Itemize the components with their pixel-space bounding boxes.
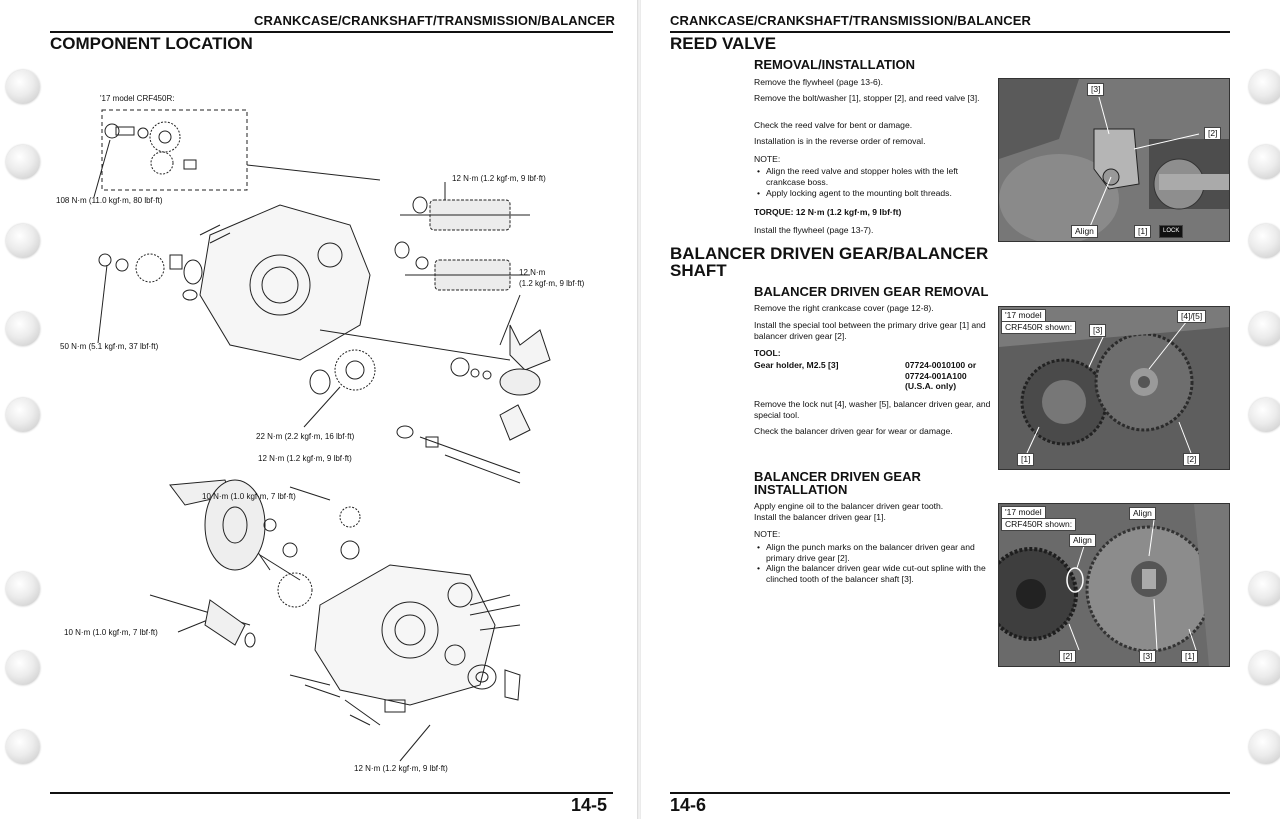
note-bullet: Align the balancer driven gear wide cut-… — [754, 563, 994, 584]
subhead-gear-installation: BALANCER DRIVEN GEAR — [754, 469, 921, 484]
photo-label: [1] — [1134, 225, 1152, 238]
binder-hole — [6, 730, 40, 764]
note-label: NOTE: — [754, 154, 781, 164]
torque-callout: 10 N·m (1.0 kgf·m, 7 lbf·ft) — [64, 628, 158, 637]
photo-label: [3] — [1087, 83, 1105, 96]
torque-callout: 12 N·m (1.2 kgf·m, 9 lbf·ft) — [354, 764, 448, 773]
book-gutter — [637, 0, 642, 819]
header-rule — [50, 31, 613, 33]
photo-label: [4]/[5] — [1177, 310, 1207, 323]
step-text: Apply engine oil to the balancer driven … — [754, 501, 944, 511]
torque-callout: 12 N·m (1.2 kgf·m, 9 lbf·ft) — [452, 174, 546, 183]
binder-hole — [1249, 572, 1280, 606]
footer-rule — [670, 792, 1230, 794]
binder-hole — [6, 70, 40, 104]
binder-hole — [6, 145, 40, 179]
binder-hole — [6, 312, 40, 346]
step-text: Remove the lock nut [4], washer [5], bal… — [754, 399, 991, 420]
section-title: REED VALVE — [670, 34, 777, 53]
photo-label: [1] — [1181, 650, 1199, 663]
photo-label: [1] — [1017, 453, 1035, 466]
photo-label: [3] — [1139, 650, 1157, 663]
torque-callout: (1.2 kgf·m, 9 lbf·ft) — [519, 279, 585, 288]
gear-removal-photo: '17 model CRF450R shown: [3] [4]/[5] [1]… — [998, 306, 1230, 470]
binder-hole — [6, 224, 40, 258]
binder-hole — [1249, 398, 1280, 432]
torque-callout: 22 N·m (2.2 kgf·m, 16 lbf·ft) — [256, 432, 355, 441]
binder-hole — [6, 651, 40, 685]
header-rule — [670, 31, 1230, 33]
page-number: 14-6 — [670, 795, 707, 815]
photo-label: [2] — [1059, 650, 1077, 663]
inset-label: '17 model CRF450R: — [100, 94, 175, 103]
subhead-gear-removal: BALANCER DRIVEN GEAR REMOVAL — [754, 284, 989, 299]
photo-label: [2] — [1204, 127, 1222, 140]
step-text: Check the balancer driven gear for wear … — [754, 426, 953, 436]
subhead-removal-installation: REMOVAL/INSTALLATION — [754, 57, 916, 72]
tool-heading: TOOL: — [754, 348, 781, 358]
section-title: BALANCER DRIVEN GEAR/BALANCER — [670, 244, 989, 263]
torque-callout: 12 N·m (1.2 kgf·m, 9 lbf·ft) — [258, 454, 352, 463]
section-title-cont: SHAFT — [670, 261, 727, 280]
torque-callout: 50 N·m (5.1 kgf·m, 37 lbf·ft) — [60, 342, 159, 351]
tool-part-number: 07724-0010100 or 07724-001A100 (U.S.A. o… — [905, 360, 977, 391]
binder-hole — [6, 398, 40, 432]
binder-hole — [1249, 224, 1280, 258]
running-head: CRANKCASE/CRANKSHAFT/TRANSMISSION/BALANC… — [670, 13, 1031, 28]
photo-label: Align — [1071, 225, 1098, 238]
subhead-gear-installation-cont: INSTALLATION — [754, 482, 848, 497]
lock-icon-label: LOCK — [1159, 225, 1184, 238]
binder-hole — [1249, 70, 1280, 104]
photo-label: [2] — [1183, 453, 1201, 466]
binder-hole — [6, 572, 40, 606]
step-text: Install the flywheel (page 13-7). — [754, 225, 874, 235]
note-bullet: Align the punch marks on the balancer dr… — [754, 542, 994, 563]
binder-hole — [1249, 145, 1280, 179]
step-text: Installation is in the reverse order of … — [754, 136, 926, 146]
running-head: CRANKCASE/CRANKSHAFT/TRANSMISSION/BALANC… — [254, 13, 615, 28]
photo-caption: CRF450R shown: — [1001, 321, 1077, 334]
photo-illustration — [999, 307, 1229, 469]
left-page: CRANKCASE/CRANKSHAFT/TRANSMISSION/BALANC… — [0, 0, 638, 819]
torque-spec: TORQUE: 12 N·m (1.2 kgf·m, 9 lbf·ft) — [754, 207, 902, 217]
photo-illustration — [999, 504, 1229, 666]
tool-name: Gear holder, M2.5 [3] — [754, 360, 839, 370]
step-text: Check the reed valve for bent or damage. — [754, 120, 913, 130]
section-title: COMPONENT LOCATION — [50, 34, 253, 53]
note-bullet: Align the reed valve and stopper holes w… — [754, 166, 994, 187]
binder-hole — [1249, 730, 1280, 764]
reed-valve-photo: [3] [2] Align [1] LOCK — [998, 78, 1230, 242]
photo-illustration — [999, 79, 1229, 241]
right-page: CRANKCASE/CRANKSHAFT/TRANSMISSION/BALANC… — [641, 0, 1280, 819]
photo-label: Align — [1129, 507, 1156, 520]
photo-label: [3] — [1089, 324, 1107, 337]
photo-label: Align — [1069, 534, 1096, 547]
exploded-parts-diagram — [93, 109, 551, 762]
page-number: 14-5 — [571, 795, 608, 815]
torque-callout: 12 N·m — [519, 268, 546, 277]
torque-callout: 10 N·m (1.0 kgf·m, 7 lbf·ft) — [202, 492, 296, 501]
photo-caption: CRF450R shown: — [1001, 518, 1077, 531]
step-text: Remove the right crankcase cover (page 1… — [754, 303, 934, 313]
footer-rule — [50, 792, 613, 794]
step-text: Install the special tool between the pri… — [754, 320, 986, 341]
torque-callout: 108 N·m (11.0 kgf·m, 80 lbf·ft) — [56, 196, 163, 205]
step-text: Remove the flywheel (page 13-6). — [754, 77, 883, 87]
binder-hole — [1249, 651, 1280, 685]
binder-hole — [1249, 312, 1280, 346]
note-bullet: Apply locking agent to the mounting bolt… — [754, 188, 994, 199]
note-label: NOTE: — [754, 529, 781, 539]
step-text: Install the balancer driven gear [1]. — [754, 512, 886, 522]
gear-installation-photo: '17 model CRF450R shown: Align Align [2]… — [998, 503, 1230, 667]
step-text: Remove the bolt/washer [1], stopper [2],… — [754, 93, 980, 103]
